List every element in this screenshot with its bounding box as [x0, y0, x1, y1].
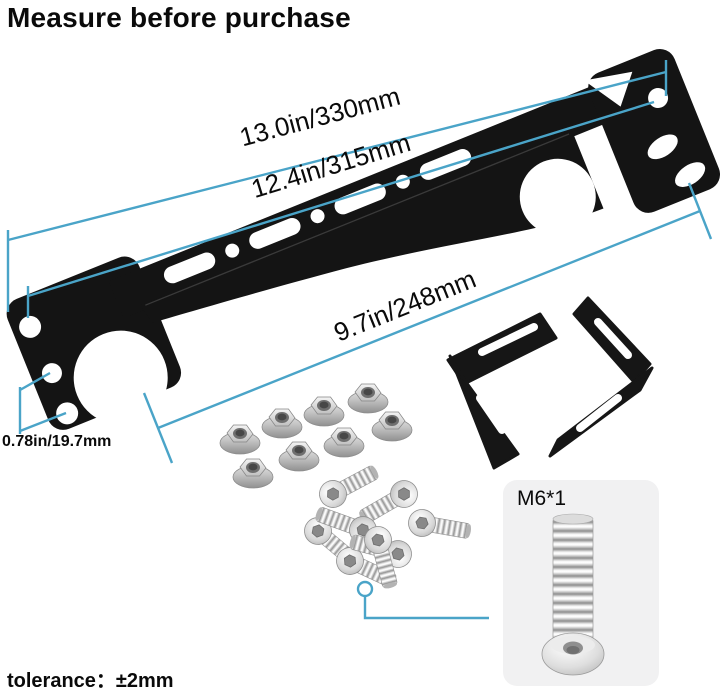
dimension-line-end-holes: [18, 371, 67, 434]
dimension-line-slot-span: [142, 182, 713, 464]
bracket-slot: [419, 149, 472, 180]
button-screws: [298, 458, 474, 595]
screw-spec-label: M6*1: [517, 487, 567, 510]
m6-spec-box: [503, 480, 659, 686]
page-title: Measure before purchase: [7, 2, 351, 33]
mounting-hole-left-mid: [41, 363, 62, 384]
flange-nut: [278, 441, 320, 472]
flange-nuts: [219, 383, 413, 489]
bracket-hole: [310, 209, 325, 224]
dimension-line-mounting-holes: [26, 100, 655, 318]
dimension-label-end-holes: 0.78in/19.7mm: [2, 433, 112, 450]
button-screw: [405, 506, 474, 546]
bracket-slot: [163, 252, 216, 284]
z-bracket-right: [548, 296, 654, 458]
arch-cutout-left: [73, 330, 168, 425]
flange-nut: [347, 383, 389, 414]
flange-nut: [261, 408, 303, 439]
z-bracket-left: [446, 312, 558, 470]
dimension-line-overall: [6, 60, 668, 312]
flange-nut: [303, 396, 345, 427]
flange-nut: [371, 411, 413, 442]
screw-leader-line: [356, 580, 489, 620]
bracket-slot: [249, 217, 301, 249]
mounting-hole-left-top: [19, 315, 42, 338]
flange-nut: [323, 427, 365, 458]
arch-cutout-right: [519, 158, 596, 235]
oval-hole-right: [647, 134, 678, 160]
flange-nut: [219, 424, 261, 455]
dimension-lines: [6, 60, 713, 620]
notch-cutout: [584, 71, 633, 107]
tolerance-note: tolerance：±2mm: [7, 670, 174, 692]
mounting-hole-left-bottom: [56, 402, 79, 425]
m6-screw: [541, 513, 605, 676]
main-bracket: [6, 48, 720, 430]
flange-nut: [232, 458, 274, 489]
oval-hole-right: [675, 162, 706, 187]
bracket-slot: [334, 183, 386, 215]
bracket-hole: [225, 243, 240, 258]
